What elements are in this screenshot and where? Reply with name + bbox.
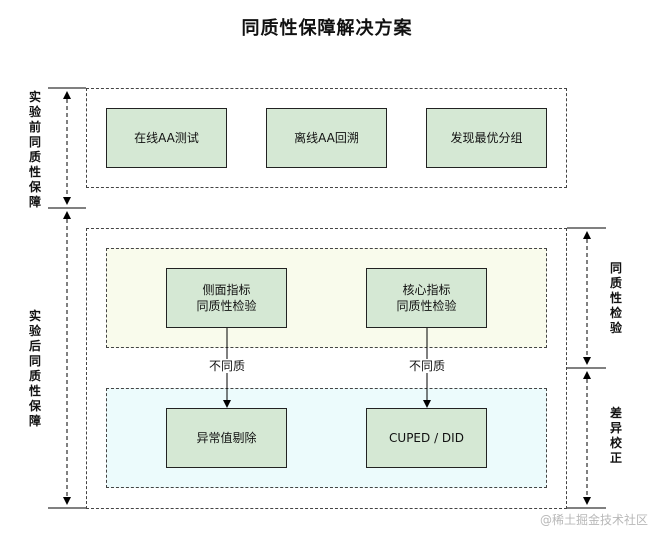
label-post-experiment: 实验后同质性保障 [28,309,41,428]
label-difference-correction: 差异校正 [609,406,622,465]
watermark: @稀土掘金技术社区 [539,513,648,527]
label-pre-experiment: 实验前同质性保障 [28,90,41,209]
outlier-removal-box[interactable]: 异常值剔除 [166,408,287,468]
core-metric-check-box[interactable]: 核心指标 同质性检验 [366,268,487,328]
diagram-title: 同质性保障解决方案 [241,18,413,39]
edge-label-left: 不同质 [207,359,248,373]
cuped-did-box[interactable]: CUPED / DID [366,408,487,468]
online-aa-test-box[interactable]: 在线AA测试 [106,108,227,168]
offline-aa-backtrack-box[interactable]: 离线AA回溯 [266,108,387,168]
post-experiment-region [86,228,567,509]
side-metric-check-box[interactable]: 侧面指标 同质性检验 [166,268,287,328]
edge-label-right: 不同质 [407,359,448,373]
label-homogeneity-check: 同质性检验 [609,261,622,335]
pre-experiment-region [86,88,567,188]
optimal-grouping-box[interactable]: 发现最优分组 [426,108,547,168]
